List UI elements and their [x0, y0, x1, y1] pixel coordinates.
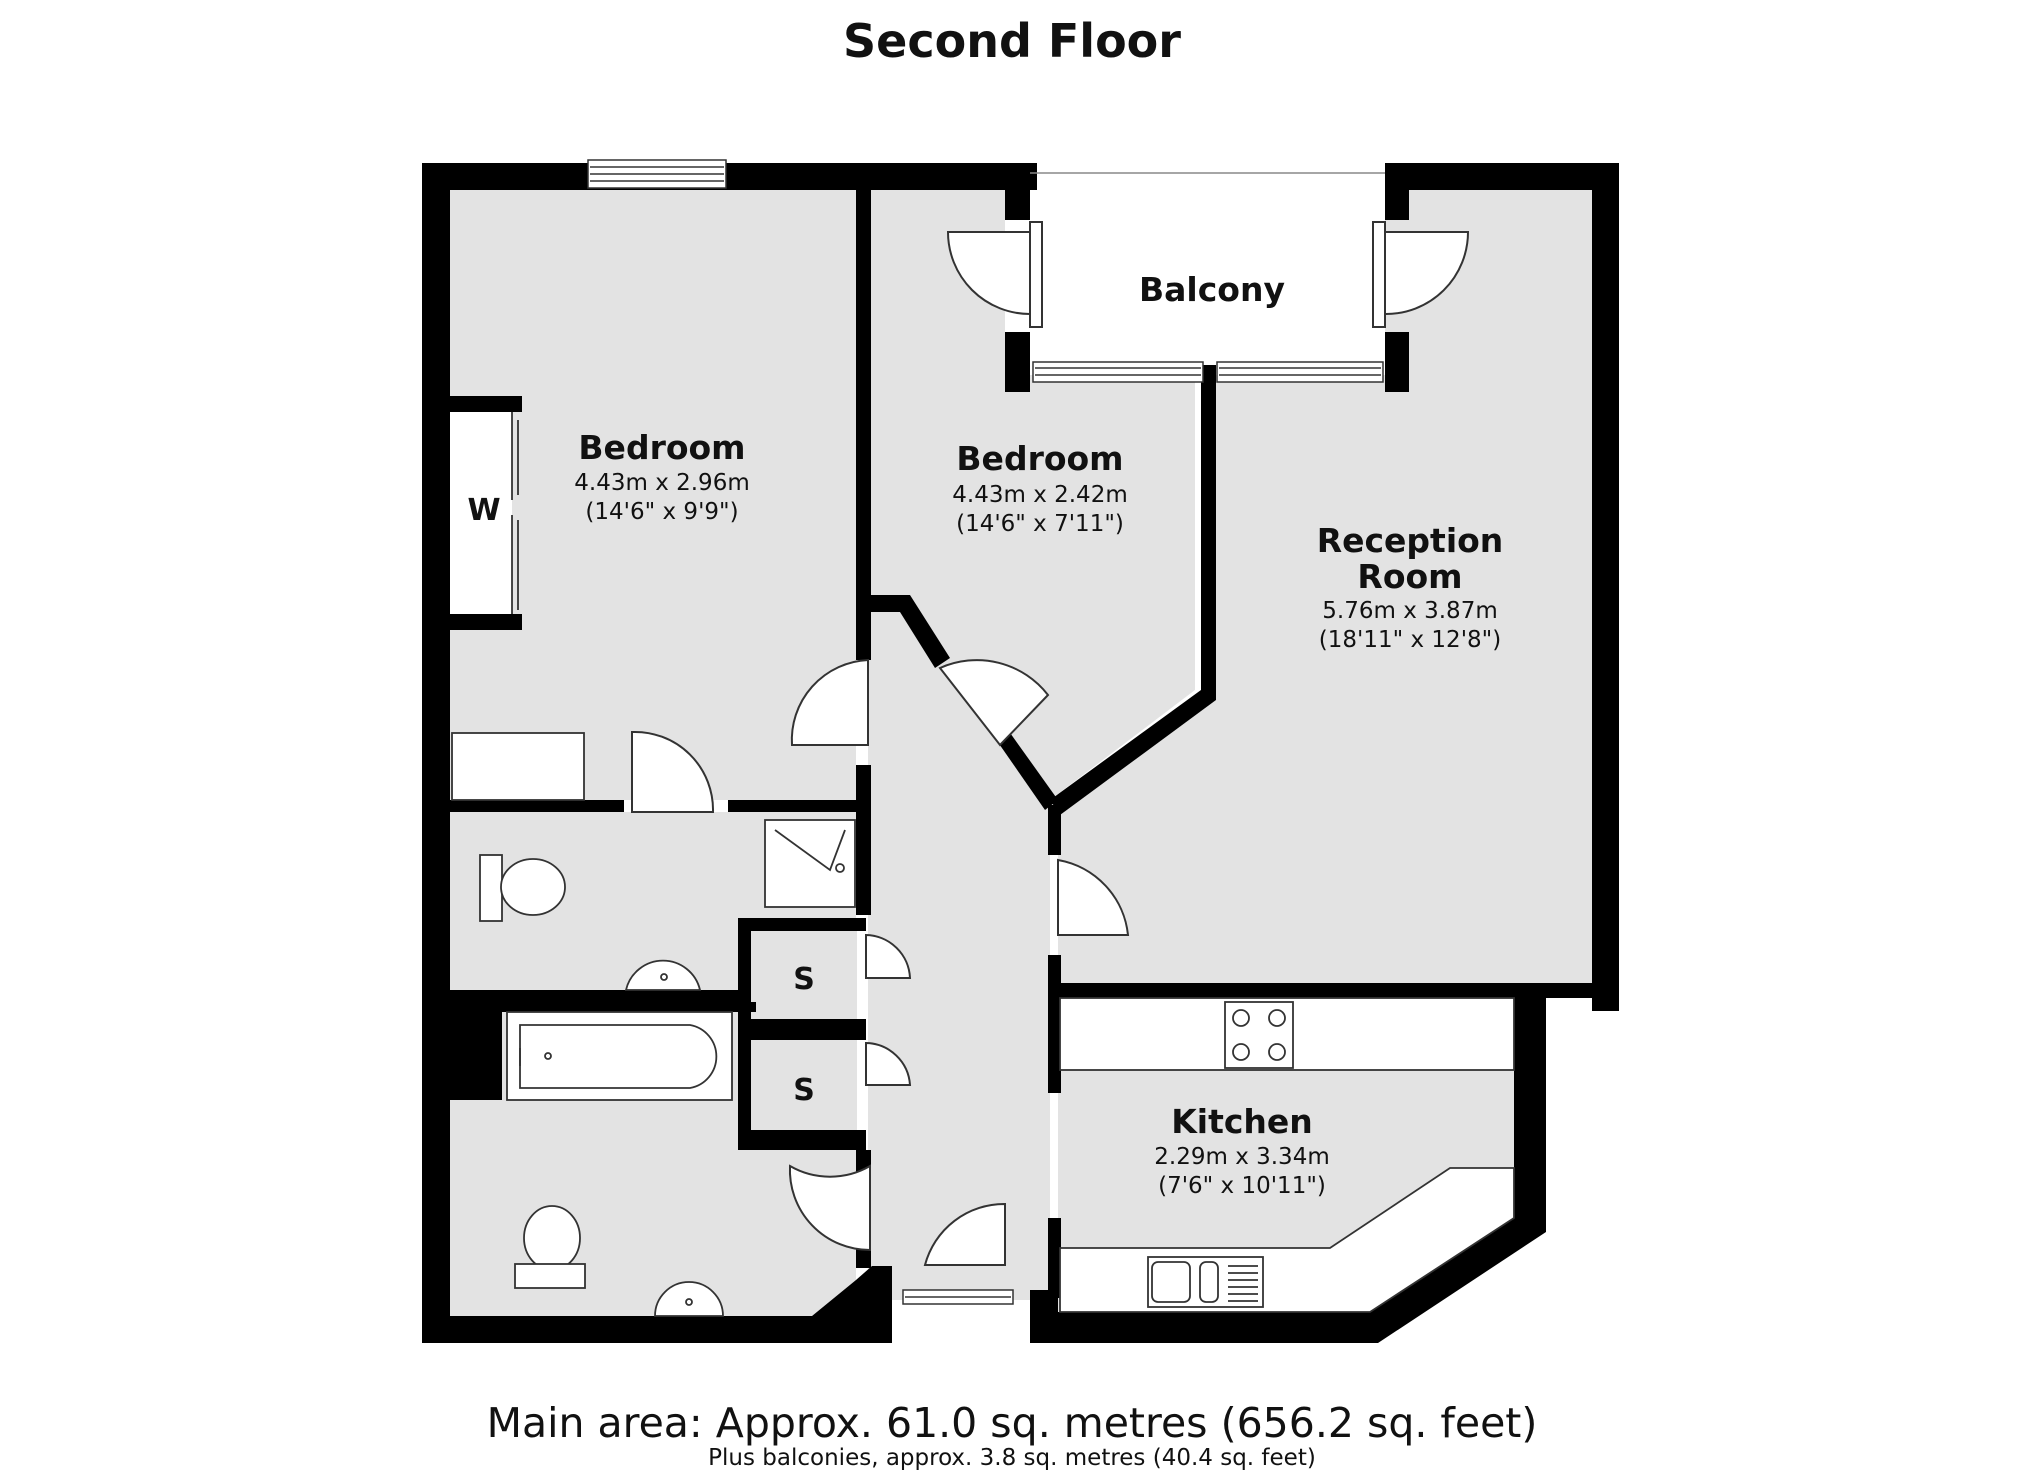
wall-ensuite-bottom: [450, 990, 750, 1002]
wall-bed2-reception: [1201, 365, 1216, 700]
bedroom1-name: Bedroom: [578, 428, 745, 467]
door-reception[interactable]: [1057, 858, 1130, 936]
wall-kitchen-right: [1514, 998, 1546, 1223]
balcony-pillar-right-top: [1385, 163, 1409, 220]
main-area-text: Main area: Approx. 61.0 sq. metres (656.…: [487, 1399, 1538, 1447]
wall-store-mid: [738, 1019, 866, 1040]
bedroom1-cupboard: [451, 732, 585, 801]
store1-floor: [751, 931, 857, 1019]
bedroom1-metric: 4.43m x 2.96m: [574, 470, 749, 496]
ensuite-toilet[interactable]: [500, 858, 566, 916]
wall-bath-top: [450, 1002, 756, 1012]
kitchen-imperial: (7'6" x 10'11"): [1158, 1173, 1326, 1199]
store1-label: S: [793, 962, 815, 997]
wall-bed1-bottom-left: [450, 800, 624, 812]
wall-bathroom-corner: [800, 1266, 892, 1343]
wall-kitchen-diagonal: [1360, 1218, 1546, 1343]
wall-left-outer: [422, 163, 450, 1343]
wall-ensuite-right: [856, 765, 871, 915]
bathroom-toilet-cistern: [514, 1263, 586, 1289]
room-labels: Bedroom 4.43m x 2.96m (14'6" x 9'9") Bed…: [467, 270, 1503, 1199]
kitchen-metric: 2.29m x 3.34m: [1154, 1144, 1329, 1170]
balcony-pillar-left-bottom: [1005, 332, 1030, 392]
door-entrance[interactable]: [923, 1202, 1006, 1266]
kitchen-name: Kitchen: [1171, 1102, 1313, 1141]
store2-label: S: [793, 1073, 815, 1108]
wall-kitchen-bottom: [1030, 1312, 1370, 1343]
fixtures: [450, 412, 1515, 1317]
wall-wardrobe-bottom: [450, 614, 522, 630]
wall-store-bottom: [738, 1130, 866, 1150]
wall-right-outer: [1592, 163, 1619, 1011]
balcony-pillar-left-top: [1005, 163, 1030, 220]
balcony-floor: [1030, 180, 1380, 368]
wall-diagonal-hall-lower: [995, 730, 1058, 810]
wall-store-top: [738, 918, 866, 931]
bedroom2-metric: 4.43m x 2.42m: [952, 482, 1127, 508]
wall-diagonal-reception: [1050, 690, 1216, 815]
balcony-area-text: Plus balconies, approx. 3.8 sq. metres (…: [708, 1445, 1316, 1471]
wall-entry-right: [1030, 1290, 1058, 1343]
reception-name-line2: Room: [1357, 557, 1462, 596]
reception-imperial: (18'11" x 12'8"): [1319, 627, 1501, 653]
wardrobe-label: W: [467, 493, 500, 528]
wall-bed1-bed2: [856, 190, 871, 660]
wall-bath-block: [450, 1002, 502, 1100]
door-balcony-right[interactable]: [1384, 231, 1470, 316]
door-bedroom2[interactable]: [938, 659, 1050, 747]
wall-diagonal-hall: [871, 595, 950, 668]
door-store2[interactable]: [865, 1041, 912, 1086]
bedroom1-imperial: (14'6" x 9'9"): [585, 499, 738, 525]
window-balcony-left[interactable]: [1032, 361, 1204, 383]
windows: [587, 159, 1385, 1305]
balcony-pillar-right-bottom: [1385, 332, 1409, 392]
wall-bed1-bottom-right: [728, 800, 871, 812]
wall-hall-right-bottom: [1048, 1218, 1061, 1298]
door-store1[interactable]: [865, 933, 912, 979]
hall-floor: [868, 625, 1050, 1300]
door-bathroom[interactable]: [788, 1164, 871, 1252]
wall-reception-kitchen: [1058, 983, 1619, 998]
door-balcony-left[interactable]: [946, 231, 1031, 316]
window-balcony-right[interactable]: [1216, 361, 1384, 383]
doors: [631, 221, 1470, 1266]
bathroom-toilet[interactable]: [523, 1205, 581, 1271]
floor-title: Second Floor: [843, 14, 1181, 68]
wall-wardrobe-top: [450, 396, 522, 412]
reception-floor: [1058, 190, 1592, 983]
door-bedroom1[interactable]: [790, 658, 869, 746]
reception-name-line1: Reception: [1317, 521, 1504, 560]
wardrobe: [450, 412, 512, 614]
wall-top-right: [1385, 163, 1619, 190]
door-ensuite[interactable]: [631, 730, 715, 813]
bedroom2-name: Bedroom: [956, 439, 1123, 478]
wall-hall-right-upper: [1048, 805, 1061, 855]
store2-floor: [751, 1040, 857, 1130]
walls: [422, 163, 1619, 1343]
wall-hall-right-lower: [1048, 955, 1061, 1093]
bedroom2-imperial: (14'6" x 7'11"): [956, 511, 1124, 537]
wall-top-left: [422, 163, 1037, 190]
ensuite-toilet-cistern: [479, 854, 503, 922]
balcony-name: Balcony: [1139, 270, 1285, 309]
reception-metric: 5.76m x 3.87m: [1322, 598, 1497, 624]
